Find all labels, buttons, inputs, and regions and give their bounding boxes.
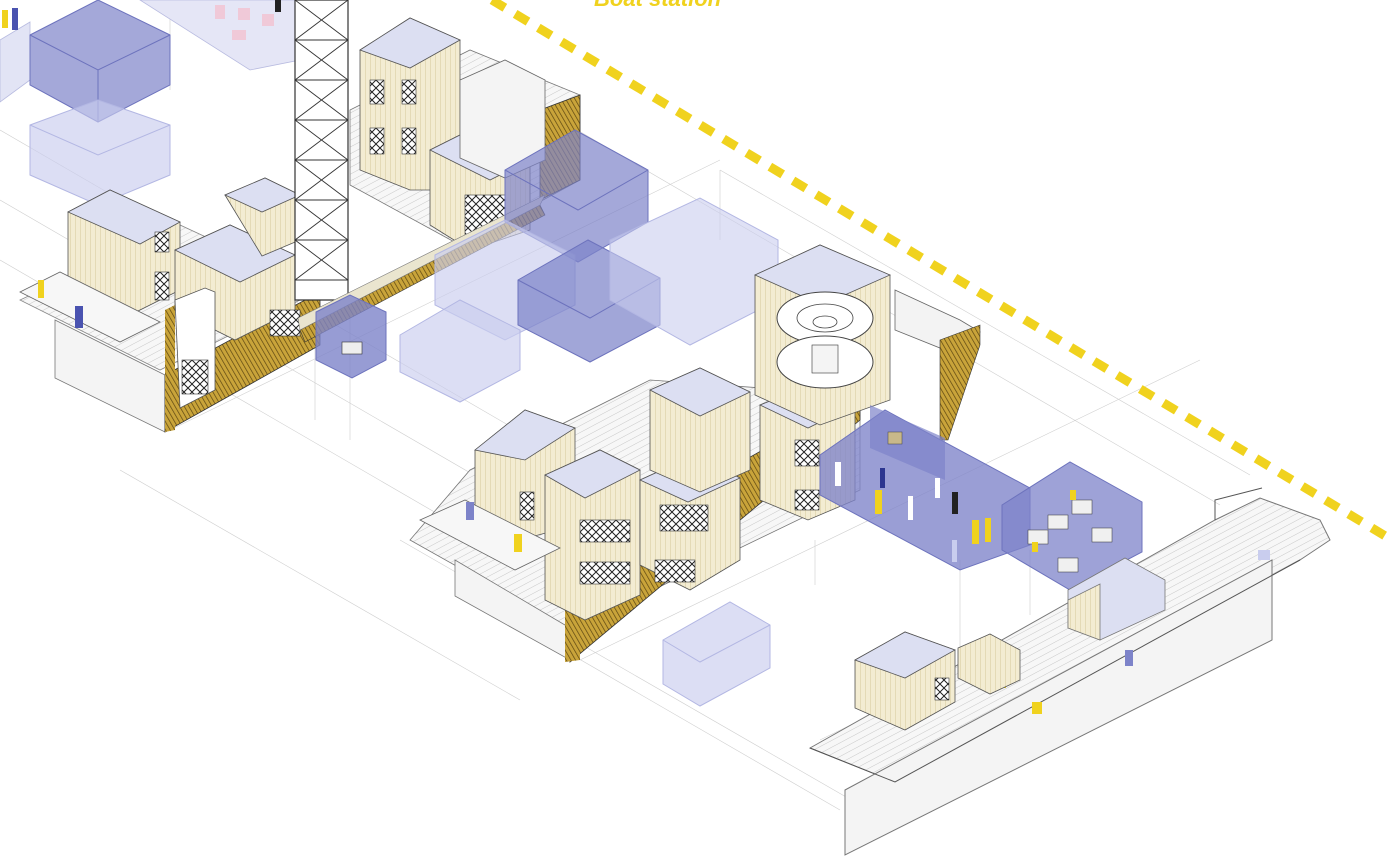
workshop-volume <box>1001 461 1143 591</box>
volume-top-left-light <box>29 99 171 206</box>
volume-lower-light <box>662 601 771 707</box>
spiral-tower <box>754 244 981 441</box>
boat-route-line <box>489 0 1392 544</box>
volume-mid-light-2 <box>399 299 521 403</box>
volume-small-desk <box>315 294 387 379</box>
event-hall-volume <box>819 405 1031 571</box>
quay-kiosk <box>854 557 1166 731</box>
lattice-tower <box>294 0 349 301</box>
boat-station-label: Boat station <box>594 0 721 12</box>
volume-top-left-dark <box>29 0 171 123</box>
left-building-cluster <box>19 177 321 433</box>
quay-platform <box>808 487 1331 856</box>
